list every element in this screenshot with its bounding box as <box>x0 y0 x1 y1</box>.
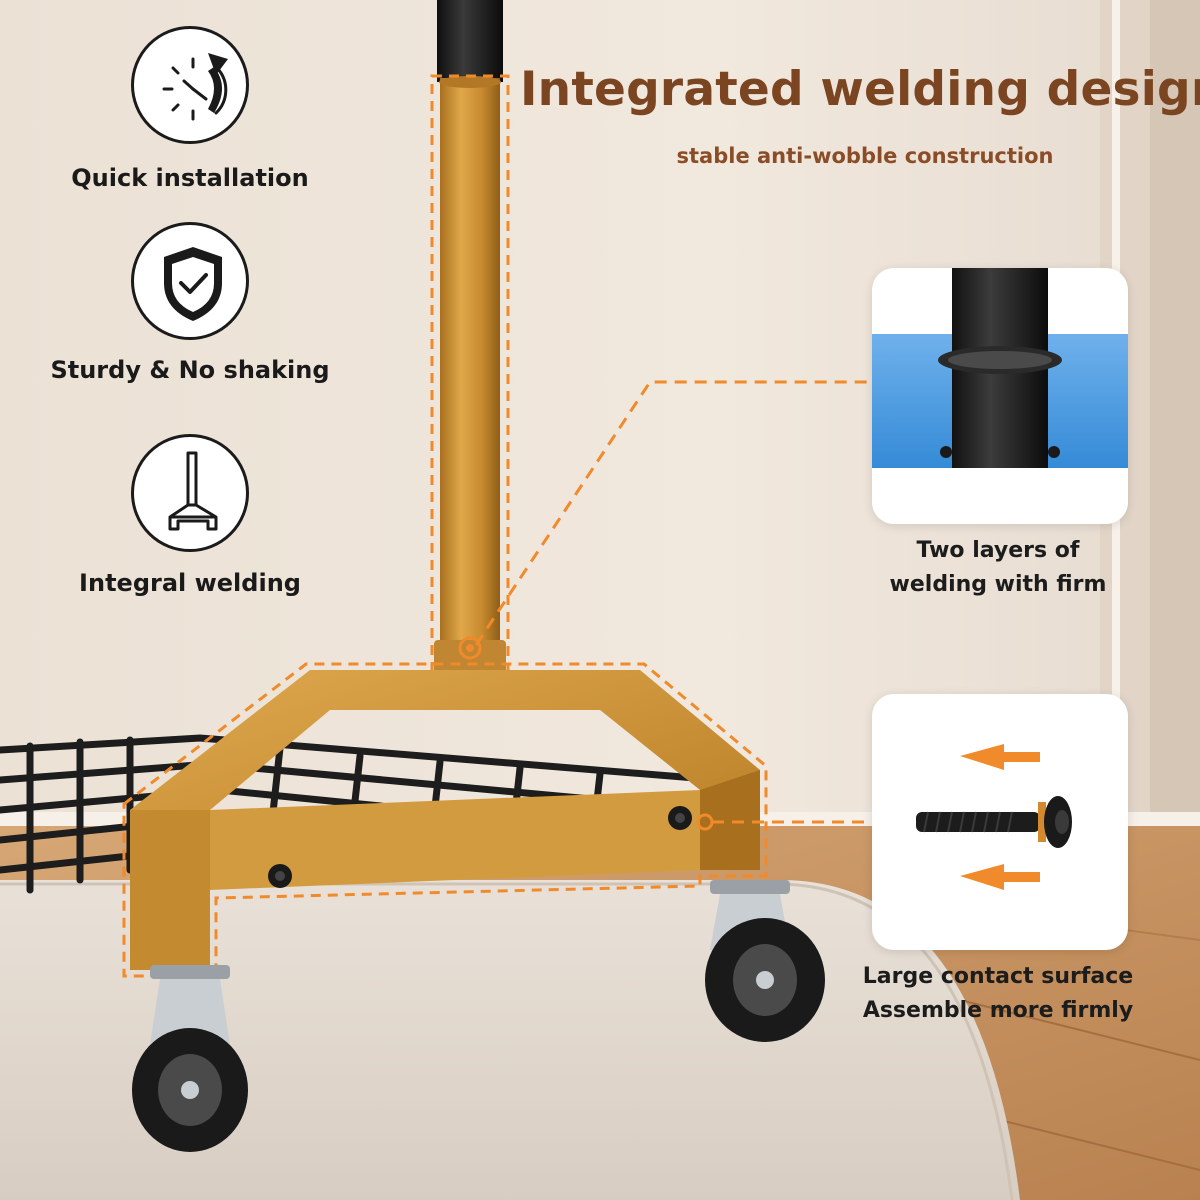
clock-icon <box>162 53 228 121</box>
caster-wheel-left <box>132 965 248 1152</box>
detail-card-weld-joint <box>872 268 1128 524</box>
feature-sturdy <box>131 222 249 340</box>
upright-pole <box>430 0 510 674</box>
detail-card-bolt <box>872 694 1128 950</box>
detail-caption-bolt-line1: Large contact surface <box>862 964 1134 989</box>
feature-label-quick-installation: Quick installation <box>71 164 309 192</box>
weld-joint-illustration <box>872 268 1128 524</box>
headline: Integrated welding design <box>520 62 1200 117</box>
detail-caption-weld-line1: Two layers of <box>916 538 1080 563</box>
weld-base-icon <box>168 451 218 531</box>
detail-caption-weld-line2: welding with firm <box>889 572 1107 597</box>
feature-label-sturdy: Sturdy & No shaking <box>50 356 330 384</box>
subline: stable anti-wobble construction <box>676 144 1054 168</box>
bolt-illustration <box>916 744 1072 890</box>
shield-check-icon <box>164 247 222 321</box>
detail-caption-bolt-line2: Assemble more firmly <box>862 998 1134 1023</box>
feature-integral-welding <box>131 434 249 552</box>
feature-label-integral-welding: Integral welding <box>79 569 301 597</box>
caster-wheel-right <box>705 880 825 1042</box>
feature-quick-installation <box>131 26 249 144</box>
